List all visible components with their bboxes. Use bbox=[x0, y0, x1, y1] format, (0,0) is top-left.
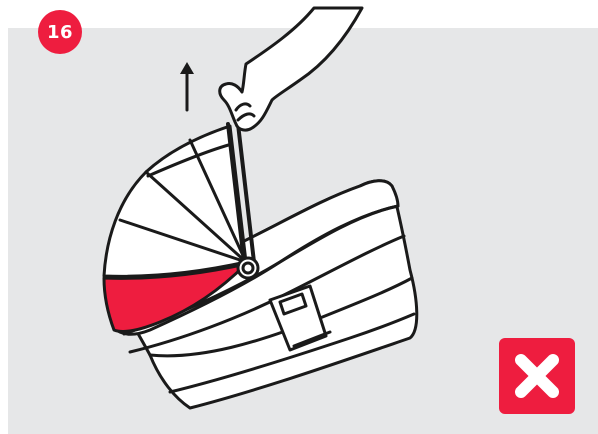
arrow-up-icon bbox=[180, 62, 194, 110]
step-number-badge: 16 bbox=[38, 10, 82, 54]
cross-icon bbox=[499, 338, 575, 414]
hand bbox=[220, 8, 362, 130]
incorrect-indicator bbox=[499, 338, 575, 414]
